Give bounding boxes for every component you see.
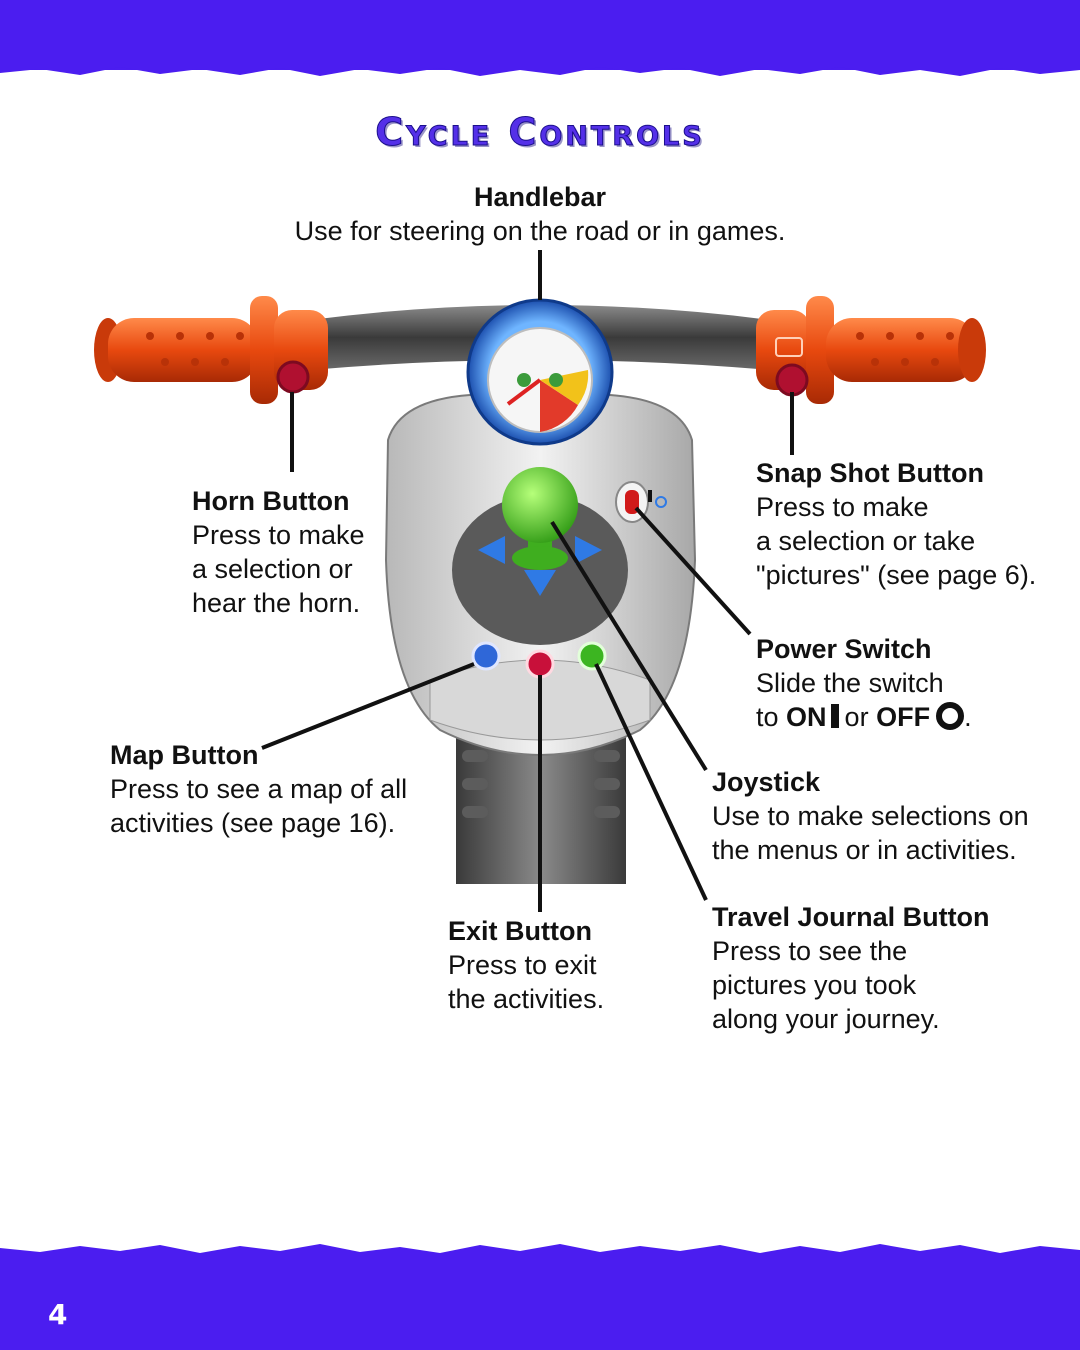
- handlebar-label: Handlebar Use for steering on the road o…: [0, 180, 1080, 248]
- page-number: 4: [48, 1298, 68, 1331]
- power-off-text: OFF: [876, 702, 931, 732]
- top-torn-edge: [0, 56, 1080, 76]
- exit-button-heading: Exit Button: [448, 916, 592, 946]
- map-button-description: Press to see a map of all activities (se…: [110, 774, 408, 838]
- map-button-graphic: [471, 641, 501, 671]
- horn-button-heading: Horn Button: [192, 486, 350, 516]
- snap-shot-button-label: Snap Shot Button Press to make a selecti…: [756, 456, 1056, 592]
- map-button-heading: Map Button: [110, 740, 259, 770]
- joystick-heading: Joystick: [712, 767, 821, 797]
- right-grip: [756, 296, 986, 404]
- exit-button-graphic: [525, 649, 555, 679]
- left-grip: [94, 296, 328, 404]
- travel-journal-button-heading: Travel Journal Button: [712, 902, 990, 932]
- stem-ridges: [462, 750, 620, 818]
- horn-button-label: Horn Button Press to make a selection or…: [192, 484, 432, 620]
- power-switch-heading: Power Switch: [756, 634, 932, 664]
- travel-journal-button-graphic: [577, 641, 607, 671]
- handlebar-description: Use for steering on the road or in games…: [294, 216, 786, 246]
- joystick-description: Use to make selections on the menus or i…: [712, 801, 1029, 865]
- gauge-needle: [506, 378, 542, 406]
- off-symbol-icon: [936, 702, 965, 730]
- page-title: Cycle Controls: [375, 110, 705, 155]
- map-button-label: Map Button Press to see a map of all act…: [110, 738, 450, 840]
- power-end-text: .: [964, 702, 972, 732]
- snap-shot-button-graphic: [775, 363, 809, 397]
- power-on-text: ON: [786, 702, 827, 732]
- joystick-label: Joystick Use to make selections on the m…: [712, 765, 1052, 867]
- arrow-right: [575, 536, 602, 564]
- arrow-left: [478, 536, 505, 564]
- snap-shot-button-heading: Snap Shot Button: [756, 458, 984, 488]
- map-callout: [261, 662, 475, 750]
- horn-button-description: Press to make a selection or hear the ho…: [192, 520, 365, 618]
- gauge-red-zone: [540, 380, 578, 432]
- power-callout: [634, 506, 752, 636]
- on-symbol-icon: [830, 704, 839, 728]
- arrow-down: [524, 570, 556, 596]
- joystick-ball: [502, 467, 578, 543]
- horn-button-graphic: [276, 360, 310, 394]
- power-switch-label: Power Switch Slide the switch to ON or OF…: [756, 632, 1056, 734]
- joystick-base: [512, 546, 568, 570]
- exit-button-description: Press to exit the activities.: [448, 950, 605, 1014]
- power-to-text: to: [756, 702, 779, 732]
- callout-lines: [261, 250, 794, 912]
- bottom-band: [0, 1256, 1080, 1350]
- travel-callout: [594, 663, 708, 901]
- travel-journal-button-label: Travel Journal Button Press to see the p…: [712, 900, 1052, 1036]
- snap-shot-button-description: Press to make a selection or take "pictu…: [756, 492, 1037, 590]
- handlebar-heading: Handlebar: [473, 182, 607, 212]
- exit-button-label: Exit Button Press to exit the activities…: [448, 914, 668, 1016]
- power-switch-line2: to ON or OFF.: [756, 700, 972, 734]
- power-or-text: or: [844, 702, 869, 732]
- joystick-callout: [550, 520, 708, 772]
- power-switch-line1: Slide the switch: [756, 668, 944, 698]
- travel-journal-button-description: Press to see the pictures you took along…: [712, 936, 940, 1034]
